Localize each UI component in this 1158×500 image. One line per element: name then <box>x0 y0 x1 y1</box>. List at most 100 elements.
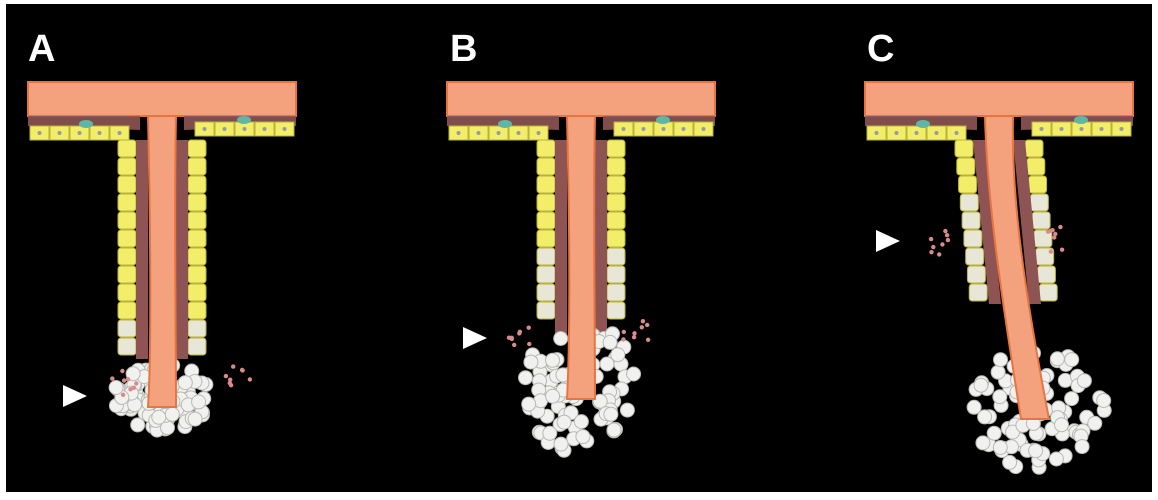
cell-nucleus <box>263 127 267 131</box>
degenerating-cell <box>991 365 1005 379</box>
cell-nucleus <box>38 131 42 135</box>
stem-cell-right <box>188 266 206 283</box>
degenerating-cell <box>192 395 206 409</box>
melanocyte <box>237 116 251 124</box>
cell-nucleus <box>537 131 541 135</box>
inflammatory-cell <box>110 376 114 380</box>
stem-cell-right <box>188 320 206 337</box>
stem-cell-left <box>537 230 555 247</box>
stem-cell-right <box>1027 158 1045 175</box>
degenerating-cell <box>554 437 568 451</box>
cell-nucleus <box>98 131 102 135</box>
degenerating-cell <box>1055 418 1069 432</box>
panel-label-b: B <box>450 30 477 68</box>
degenerating-cell <box>188 412 202 426</box>
stem-cell-left <box>118 194 136 211</box>
stem-cell-left <box>118 140 136 157</box>
stem-cell-left <box>118 212 136 229</box>
degenerating-cell <box>993 390 1007 404</box>
stem-cell-right <box>607 194 625 211</box>
inflammatory-cell <box>632 335 636 339</box>
stem-cell-right <box>607 248 625 265</box>
right-pointing-triangle-icon <box>463 327 487 349</box>
cell-nucleus <box>1120 127 1124 131</box>
stem-cell-left <box>537 194 555 211</box>
degenerating-cell <box>1050 352 1064 366</box>
degenerating-cell <box>165 407 179 421</box>
inflammatory-cell <box>1048 229 1052 233</box>
inflammatory-cell <box>120 369 124 373</box>
cell-nucleus <box>682 127 686 131</box>
melanocyte <box>656 116 670 124</box>
inflammatory-cell <box>1052 235 1056 239</box>
degenerating-cell <box>993 441 1007 455</box>
stem-cell-right <box>188 212 206 229</box>
inflammatory-cell <box>121 393 125 397</box>
degenerating-cell <box>1097 394 1111 408</box>
cell-nucleus <box>875 131 879 135</box>
cell-nucleus <box>457 131 461 135</box>
melanocyte <box>916 120 930 128</box>
degenerating-cell <box>546 353 560 367</box>
degenerating-cell <box>519 371 533 385</box>
stem-cell-right <box>607 230 625 247</box>
degenerating-cell <box>1065 353 1079 367</box>
stem-cell-left <box>969 284 987 301</box>
inflammatory-cell <box>122 378 126 382</box>
stem-cell-left <box>959 176 977 193</box>
stem-cell-right <box>1025 140 1043 157</box>
degenerating-cell <box>1088 416 1102 430</box>
inflammatory-cell <box>621 337 625 341</box>
stem-cell-left <box>966 248 984 265</box>
cell-nucleus <box>243 127 247 131</box>
degenerating-cell <box>978 410 992 424</box>
stem-cell-right <box>188 194 206 211</box>
stem-cell-right <box>607 284 625 301</box>
inflammatory-cell <box>622 330 626 334</box>
dermis-band <box>865 82 1133 116</box>
stem-cell-right <box>607 140 625 157</box>
degenerating-cell <box>627 367 641 381</box>
inflammatory-cell <box>1060 248 1064 252</box>
stem-cell-right <box>1029 176 1047 193</box>
stem-cell-left <box>537 212 555 229</box>
stem-cell-right <box>607 266 625 283</box>
follicle-panel-a <box>28 82 296 437</box>
stem-cell-right <box>607 302 625 319</box>
stem-cell-right <box>1037 266 1055 283</box>
degenerating-cell <box>576 430 590 444</box>
degenerating-cell <box>178 376 192 390</box>
inflammatory-cell <box>946 238 950 242</box>
cell-nucleus <box>622 127 626 131</box>
degenerating-cell <box>557 415 571 429</box>
stem-cell-left <box>118 284 136 301</box>
stem-cell-left <box>962 212 980 229</box>
inflammatory-cell <box>945 233 949 237</box>
cell-nucleus <box>58 131 62 135</box>
degenerating-cell <box>994 353 1008 367</box>
stem-cell-right <box>607 176 625 193</box>
stem-cell-right <box>1032 212 1050 229</box>
diagram-canvas <box>6 4 1152 492</box>
stem-cell-left <box>118 230 136 247</box>
stem-cell-right <box>188 248 206 265</box>
degenerating-cell <box>554 332 568 346</box>
stem-cell-left <box>118 176 136 193</box>
stem-cell-left <box>537 248 555 265</box>
sheath-left <box>136 140 148 359</box>
degenerating-cell <box>974 378 988 392</box>
stem-cell-left <box>537 140 555 157</box>
sheath-left <box>555 140 567 334</box>
degenerating-cell <box>152 410 166 424</box>
dermal-shaft <box>148 116 176 407</box>
stem-cell-right <box>188 284 206 301</box>
stem-cell-left <box>118 320 136 337</box>
inflammatory-cell <box>507 336 511 340</box>
dermal-shaft <box>567 116 595 399</box>
stem-cell-left <box>537 176 555 193</box>
degenerating-cell <box>1049 452 1063 466</box>
cell-nucleus <box>223 127 227 131</box>
degenerating-cell <box>620 403 634 417</box>
cell-nucleus <box>497 131 501 135</box>
degenerating-cell <box>976 436 990 450</box>
